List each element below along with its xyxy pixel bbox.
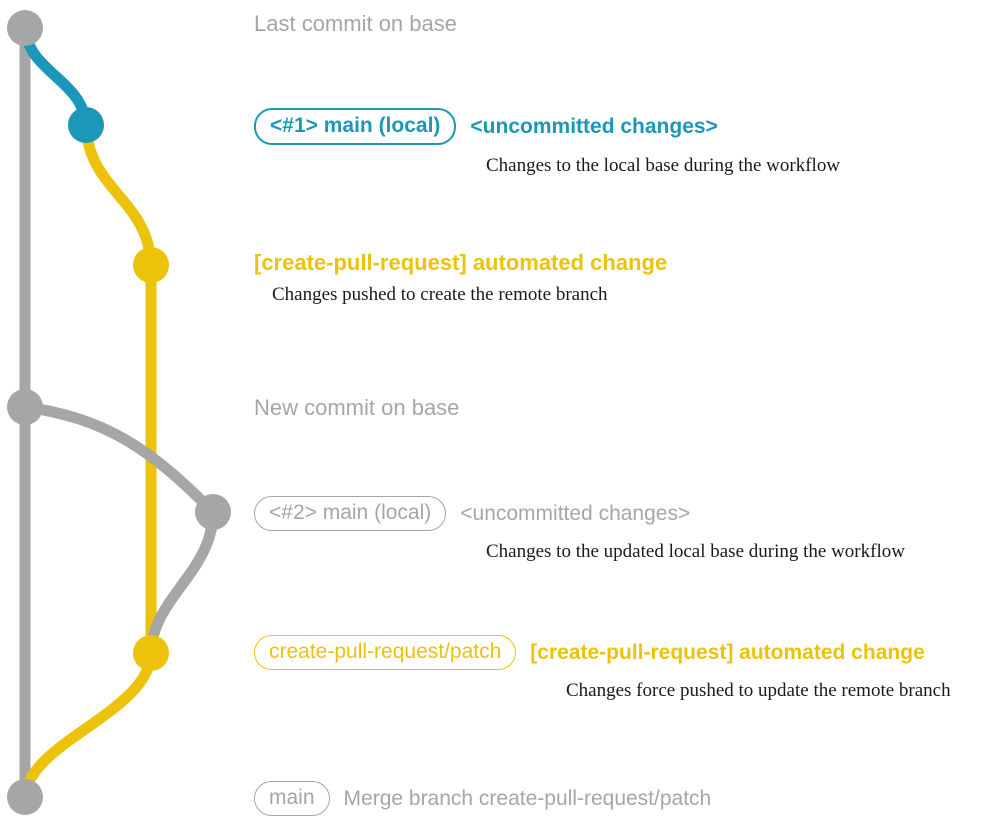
- annotation-head: [create-pull-request] automated change: [254, 252, 667, 274]
- branch-badge-main-local-2[interactable]: <#2> main (local): [254, 496, 447, 531]
- annotation-merge-commit: main Merge branch create-pull-request/pa…: [254, 781, 711, 816]
- commit-subject: <uncommitted changes>: [470, 115, 718, 138]
- commit-subject: Last commit on base: [254, 11, 457, 36]
- commit-subject: [create-pull-request] automated change: [530, 641, 925, 664]
- commit-subject: <uncommitted changes>: [460, 502, 691, 525]
- branch-badge-create-pull-request-patch[interactable]: create-pull-request/patch: [254, 635, 517, 670]
- commit-node-base-top[interactable]: [7, 10, 43, 46]
- annotation-head: main Merge branch create-pull-request/pa…: [254, 781, 711, 816]
- edge-basenew-to-local2: [19, 401, 219, 518]
- annotation-remote-commit-1: [create-pull-request] automated change C…: [254, 252, 667, 305]
- annotation-last-commit-on-base: Last commit on base: [254, 13, 457, 35]
- annotation-remote-commit-2: create-pull-request/patch [create-pull-r…: [254, 635, 951, 700]
- commit-description: Changes force pushed to update the remot…: [566, 680, 951, 701]
- commit-subject: Merge branch create-pull-request/patch: [343, 787, 712, 810]
- edge-remote2-to-merge: [19, 647, 157, 803]
- commit-description: Changes to the updated local base during…: [486, 541, 905, 562]
- annotation-local-commit-2: <#2> main (local) <uncommitted changes> …: [254, 496, 905, 561]
- commit-description: Changes to the local base during the wor…: [486, 155, 841, 176]
- commit-subject: New commit on base: [254, 395, 460, 420]
- branch-badge-main-local-1[interactable]: <#1> main (local): [254, 108, 457, 145]
- commit-node-local-2[interactable]: [195, 494, 231, 530]
- annotation-head: Last commit on base: [254, 13, 457, 35]
- commit-node-base-new[interactable]: [7, 389, 43, 425]
- annotation-head: create-pull-request/patch [create-pull-r…: [254, 635, 951, 670]
- annotation-head: <#2> main (local) <uncommitted changes>: [254, 496, 905, 531]
- commit-node-base-merge[interactable]: [7, 779, 43, 815]
- commit-description: Changes pushed to create the remote bran…: [272, 284, 608, 305]
- commit-subject: [create-pull-request] automated change: [254, 250, 668, 275]
- branch-badge-main[interactable]: main: [254, 781, 330, 816]
- commit-node-local-1[interactable]: [68, 107, 104, 143]
- commit-node-remote-1[interactable]: [133, 247, 169, 283]
- edge-local2-to-remote2: [145, 506, 219, 659]
- annotation-local-commit-1: <#1> main (local) <uncommitted changes> …: [254, 108, 840, 175]
- annotation-head: New commit on base: [254, 397, 459, 419]
- annotation-head: <#1> main (local) <uncommitted changes>: [254, 108, 840, 145]
- annotation-new-commit-on-base: New commit on base: [254, 397, 459, 419]
- edge-local1-to-remote1: [80, 119, 157, 271]
- commit-node-remote-2[interactable]: [133, 635, 169, 671]
